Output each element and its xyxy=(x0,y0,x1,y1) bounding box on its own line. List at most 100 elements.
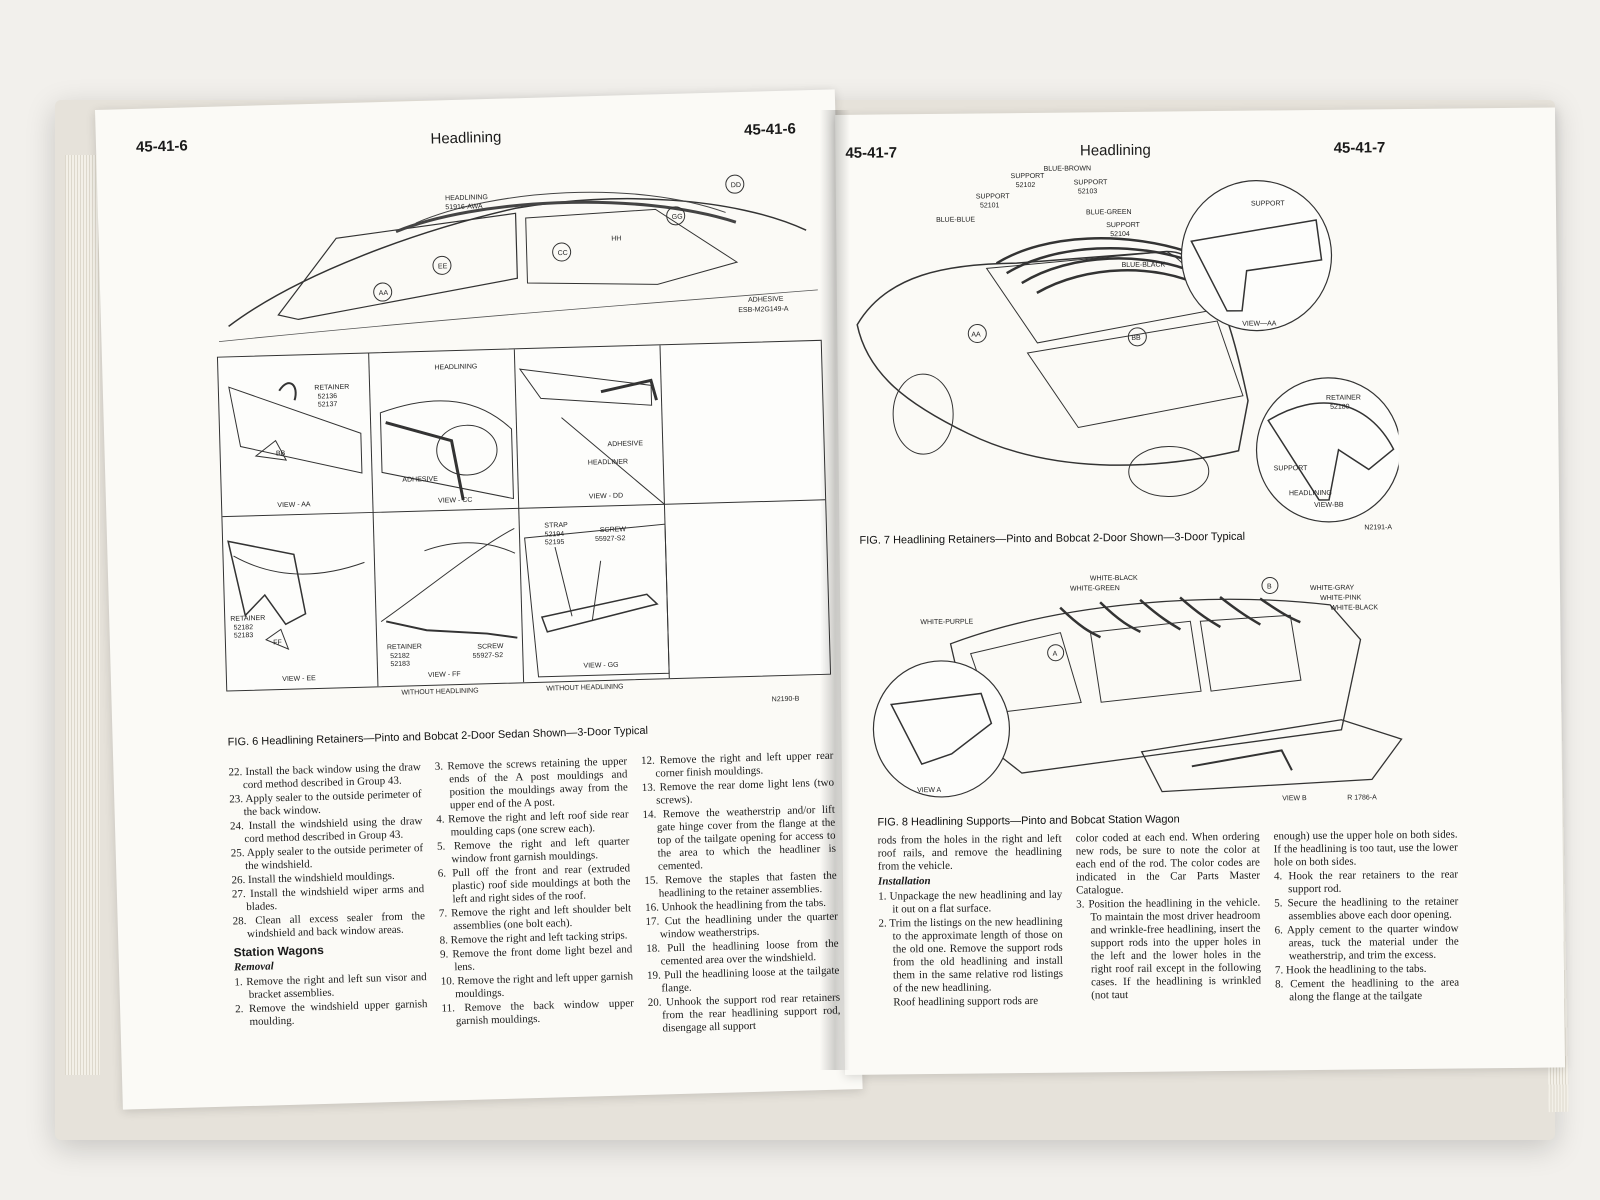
install-step-5: 5. Secure the headlining to the retainer… xyxy=(1274,895,1459,923)
label-view-dd: VIEW - DD xyxy=(589,493,624,501)
label-without-headlining-2: WITHOUT HEADLINING xyxy=(546,683,624,693)
install-step-1: 1. Unpackage the new headlining and lay … xyxy=(878,888,1063,916)
label-view-aa: VIEW - AA xyxy=(277,501,311,509)
page-stack-left xyxy=(65,155,100,1075)
label-retainer-aa: RETAINER xyxy=(314,384,349,392)
label-view-ee: VIEW - EE xyxy=(282,675,316,683)
step-25: 25. Apply sealer to the outside perimete… xyxy=(230,842,424,873)
label-view-cc: VIEW - CC xyxy=(438,497,473,505)
fig8-white-green: WHITE-GREEN xyxy=(1070,585,1120,593)
page-number-right-of-left: 45-41-6 xyxy=(743,119,797,139)
removal-step-13: 13. Remove the rear dome light lens (two… xyxy=(641,776,835,807)
step-27: 27. Install the windshield wiper arms an… xyxy=(231,883,425,914)
install-step-8: 8. Cement the headlining to the area alo… xyxy=(1275,976,1460,1004)
left-column-3: 12. Remove the right and left upper rear… xyxy=(641,750,841,1037)
page-title-left: Headlining xyxy=(430,128,502,148)
fig8-white-black-1: WHITE-BLACK xyxy=(1090,575,1138,583)
label-screw-ff: SCREW xyxy=(477,643,504,651)
fig8-callout-b: B xyxy=(1267,583,1272,590)
fig6-caption: FIG. 6 Headlining Retainers—Pinto and Bo… xyxy=(227,724,649,749)
fig7-svg: AA BB SUPPORT 52102 BLUE-BROWN SUPPORT 5… xyxy=(856,165,1402,531)
fig7-support-3: SUPPORT xyxy=(1074,179,1109,186)
label-adhesive-dd: ADHESIVE xyxy=(607,440,643,448)
fig7-support-view-bb: SUPPORT xyxy=(1274,465,1309,472)
fig8-white-gray: WHITE-GRAY xyxy=(1310,585,1355,592)
removal-step-9: 9. Remove the front dome light bezel and… xyxy=(439,943,633,974)
install-step-7: 7. Hook the headlining to the tabs. xyxy=(1274,962,1427,977)
left-text-columns: 22. Install the back window using the dr… xyxy=(228,750,841,1049)
label-adhesive-top: ADHESIVE xyxy=(748,296,784,304)
left-column-1: 22. Install the back window using the dr… xyxy=(228,761,428,1048)
removal-step-10: 10. Remove the right and left upper garn… xyxy=(440,970,634,1001)
removal-step-3: 3. Remove the screws retaining the upper… xyxy=(434,755,628,812)
fig7-headlining-bb: HEADLINING xyxy=(1289,490,1332,497)
label-retainer-ee: RETAINER xyxy=(230,615,265,623)
fig7-support-3-code: 52103 xyxy=(1078,188,1098,195)
callout-ff: FF xyxy=(273,639,282,646)
color-code-note: color coded at each end. When ordering n… xyxy=(1075,830,1261,897)
left-column-2: 3. Remove the screws retaining the upper… xyxy=(435,755,635,1042)
callout-ee: EE xyxy=(438,263,448,270)
label-screw-gg-code: 55927-S2 xyxy=(595,535,626,543)
step-28: 28. Clean all excess sealer from the win… xyxy=(232,910,426,941)
fig7-support-view-aa: SUPPORT xyxy=(1251,200,1286,207)
fig7-retainer-bb-code: 52180 xyxy=(1330,404,1350,411)
callout-dd: DD xyxy=(731,182,741,189)
label-strap-gg-code2: 52195 xyxy=(545,539,565,547)
step-23: 23. Apply sealer to the outside perimete… xyxy=(229,788,422,819)
fig7-blue-black: BLUE-BLACK xyxy=(1122,262,1166,269)
fig6-top-illustration: HEADLINING 51916-AWA ADHESIVE ESB-M2G149… xyxy=(212,150,822,352)
fig7-code: N2191-A xyxy=(1364,524,1392,531)
label-strap-gg: STRAP xyxy=(544,522,568,530)
label-retainer-ff: RETAINER xyxy=(387,643,422,651)
fig7-retainer-bb: RETAINER xyxy=(1326,395,1361,402)
fig7-view-aa: VIEW—AA xyxy=(1242,320,1277,327)
removal-step-17: 17. Cut the headlining under the quarter… xyxy=(645,910,838,941)
install-step-4: 4. Hook the rear retainers to the rear s… xyxy=(1273,868,1459,896)
right-column-2: color coded at each end. When ordering n… xyxy=(1076,831,1262,1009)
label-without-headlining-1: WITHOUT HEADLINING xyxy=(401,687,479,697)
removal-step-12: 12. Remove the right and left upper rear… xyxy=(640,749,834,780)
install-step-2: 2. Trim the listings on the new headlini… xyxy=(878,915,1064,995)
removal-step-2: 2. Remove the windshield upper garnish m… xyxy=(235,998,428,1029)
removal-step-1: 1. Remove the right and left sun visor a… xyxy=(234,971,427,1002)
fig8-white-black-2: WHITE-BLACK xyxy=(1330,604,1378,612)
fig8-view-a: VIEW A xyxy=(917,787,942,794)
removal-step-7: 7. Remove the right and left shoulder be… xyxy=(438,902,632,933)
fig8-callout-a: A xyxy=(1053,651,1058,658)
step-24: 24. Install the windshield using the dra… xyxy=(229,815,423,846)
label-retainer-ff-code1: 52182 xyxy=(390,653,410,661)
fig6-code: N2190-B xyxy=(771,695,800,704)
install-step-3: 3. Position the headlining in the vehicl… xyxy=(1076,896,1262,1002)
fig7-illustration: AA BB SUPPORT 52102 BLUE-BROWN SUPPORT 5… xyxy=(845,149,1402,545)
label-headlining-top: HEADLINING xyxy=(445,194,488,202)
label-retainer-ff-code2: 52183 xyxy=(390,661,410,669)
removal-step-18: 18. Pull the headlining loose from the c… xyxy=(646,937,839,968)
label-retainer-aa-code2: 52137 xyxy=(318,401,338,409)
fig7-view-bb: VIEW-BB xyxy=(1314,502,1344,509)
fig7-blue-blue: BLUE-BLUE xyxy=(936,217,975,224)
removal-step-4: 4. Remove the right and left roof side r… xyxy=(436,808,629,839)
page-number-left: 45-41-6 xyxy=(135,136,188,156)
fig8-white-pink: WHITE-PINK xyxy=(1320,595,1362,602)
continued-text-3: enough) use the upper hole on both sides… xyxy=(1273,828,1458,869)
label-view-ff: VIEW - FF xyxy=(428,671,461,679)
fig7-blue-brown: BLUE-BROWN xyxy=(1044,165,1092,172)
continued-text-1: rods from the holes in the right and lef… xyxy=(877,832,1062,873)
fig8-caption: FIG. 8 Headlining Supports—Pinto and Bob… xyxy=(877,813,1180,829)
label-screw-ff-code: 55927-S2 xyxy=(473,652,504,660)
label-retainer-ee-code1: 52182 xyxy=(233,624,253,632)
rod-note: Roof headlining support rods are xyxy=(893,994,1039,1009)
fig8-white-purple: WHITE-PURPLE xyxy=(920,619,973,627)
fig7-callout-bb: BB xyxy=(1131,335,1141,342)
right-page: 45-41-7 Headlining 45-41-7 AA BB SUPPORT… xyxy=(835,107,1566,1075)
fig6-car-svg: HEADLINING 51916-AWA ADHESIVE ESB-M2G149… xyxy=(218,174,818,343)
fig8-view-b: VIEW B xyxy=(1282,795,1307,802)
label-retainer-ee-code2: 52183 xyxy=(234,632,254,640)
callout-hh: HH xyxy=(611,235,621,242)
callout-aa: AA xyxy=(379,290,389,297)
label-view-gg: VIEW - GG xyxy=(583,662,618,670)
removal-step-14: 14. Remove the weatherstrip and/or lift … xyxy=(642,803,837,873)
fig8-code: R 1786-A xyxy=(1347,794,1377,801)
removal-step-20: 20. Unhook the support rod rear retainer… xyxy=(647,991,841,1035)
